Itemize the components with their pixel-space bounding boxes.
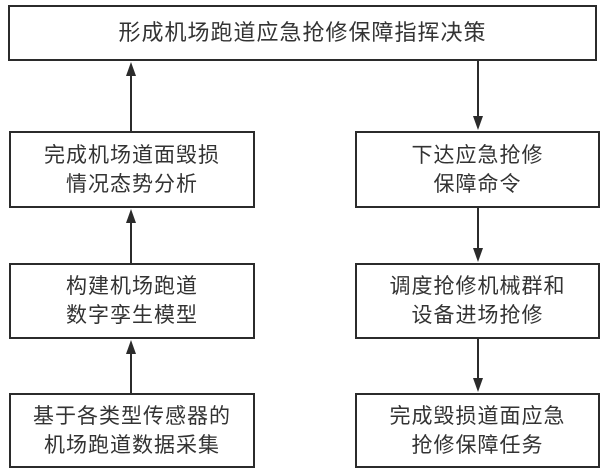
node-data-collection: 基于各类型传感器的 机场跑道数据采集: [9, 393, 255, 468]
node-situation-analysis: 完成机场道面毁损 情况态势分析: [9, 131, 255, 208]
node-situation-analysis-label: 完成机场道面毁损 情况态势分析: [44, 142, 220, 196]
node-data-collection-label: 基于各类型传感器的 机场跑道数据采集: [33, 403, 231, 457]
node-digital-twin-label: 构建机场跑道 数字孪生模型: [66, 274, 198, 327]
edge-situation-to-decision-up-arrow: [126, 62, 136, 131]
node-decision-label: 形成机场跑道应急抢修保障指挥决策: [118, 19, 487, 45]
edge-command-to-dispatch-down-arrow: [473, 208, 483, 262]
node-issue-command: 下达应急抢修 保障命令: [355, 131, 600, 208]
edge-dispatch-to-complete-down-arrow: [473, 339, 483, 392]
edge-decision-to-command-down-arrow: [473, 61, 483, 130]
node-complete-task-label: 完成毁损道面应急 抢修保障任务: [389, 403, 566, 457]
edge-collection-to-twin-up-arrow: [126, 340, 136, 393]
node-dispatch-machinery-label: 调度抢修机械群和 设备进场抢修: [389, 274, 566, 327]
node-issue-command-label: 下达应急抢修 保障命令: [411, 142, 544, 196]
node-dispatch-machinery: 调度抢修机械群和 设备进场抢修: [355, 263, 600, 339]
edge-twin-to-situation-up-arrow: [126, 209, 136, 263]
node-complete-task: 完成毁损道面应急 抢修保障任务: [355, 393, 600, 468]
node-digital-twin: 构建机场跑道 数字孪生模型: [9, 263, 255, 339]
node-decision: 形成机场跑道应急抢修保障指挥决策: [8, 5, 597, 61]
